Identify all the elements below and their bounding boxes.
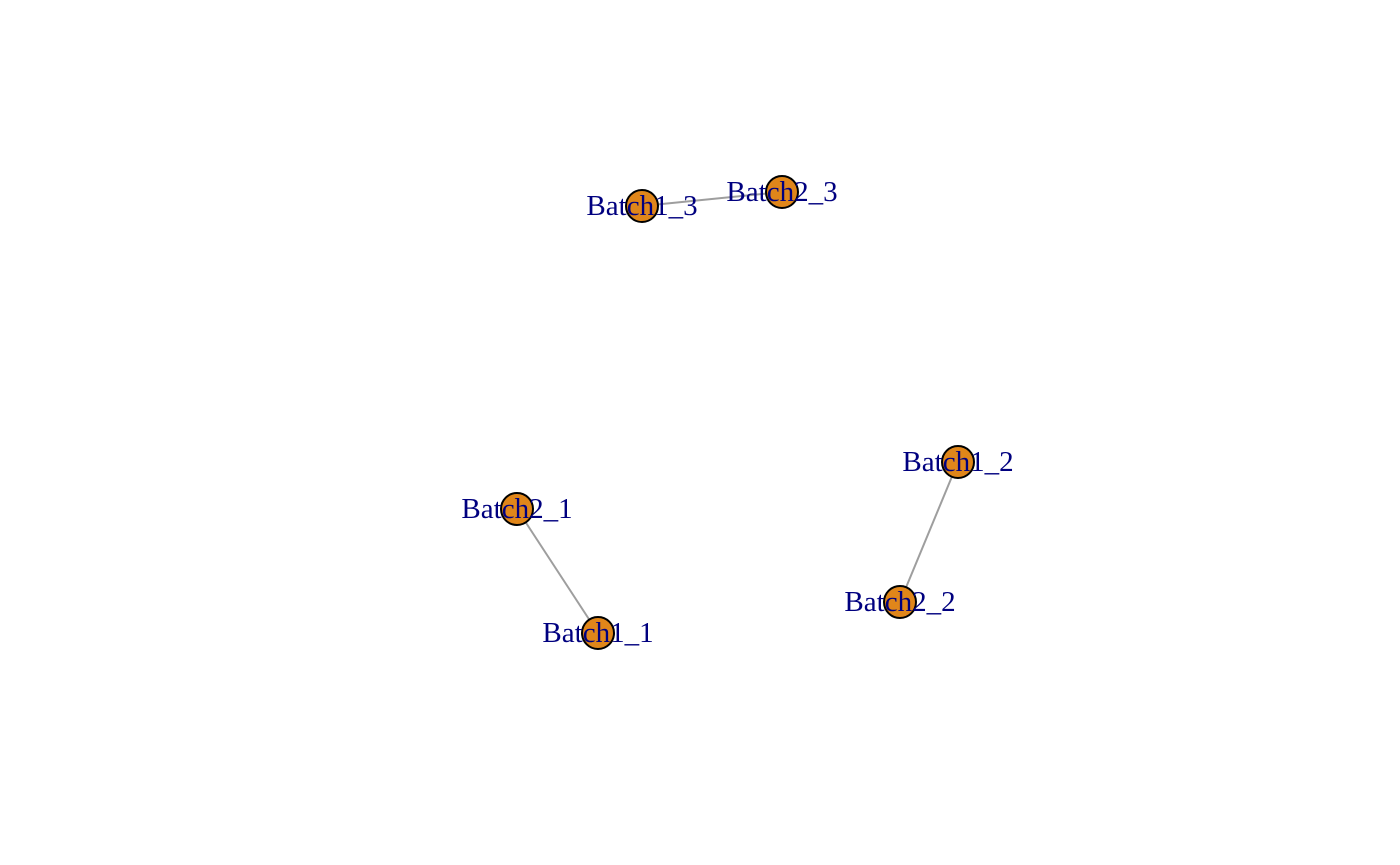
node-label-b2_1: Batch2_1	[461, 493, 572, 525]
edge-b1_3-b2_3	[641, 191, 783, 207]
node-label-b2_2: Batch2_2	[844, 586, 955, 618]
node-label-b1_3: Batch1_3	[586, 190, 697, 222]
node-b2_3	[765, 175, 799, 209]
node-b2_1	[500, 492, 534, 526]
node-b1_3	[625, 189, 659, 223]
node-b1_1	[581, 616, 615, 650]
node-label-b1_2: Batch1_2	[902, 446, 1013, 478]
edge-b2_1-b1_1	[516, 508, 599, 634]
node-b2_2	[883, 585, 917, 619]
nodes-layer	[500, 175, 975, 650]
node-label-b1_1: Batch1_1	[542, 617, 653, 649]
node-b1_2	[941, 445, 975, 479]
edges-layer	[516, 191, 959, 634]
node-label-b2_3: Batch2_3	[726, 176, 837, 208]
edge-b1_2-b2_2	[899, 461, 959, 603]
